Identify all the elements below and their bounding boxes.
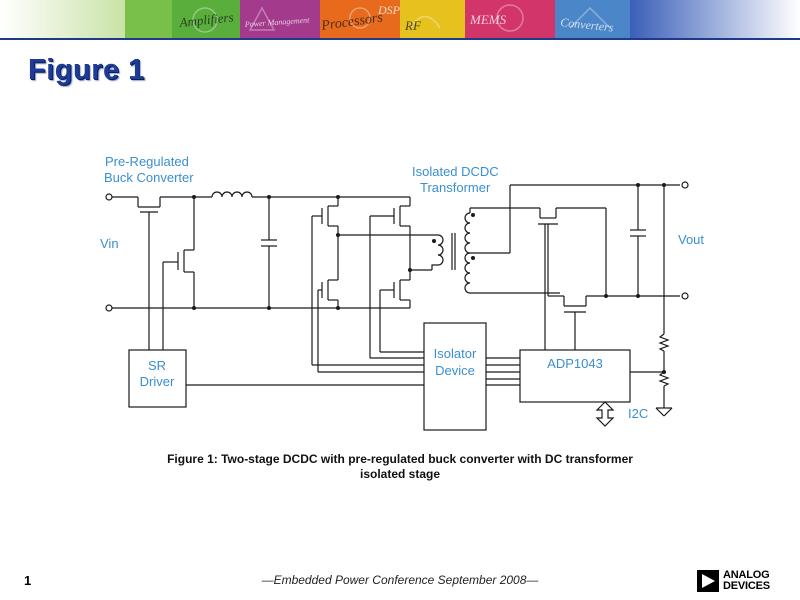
slide-title: Figure 1 (28, 54, 145, 86)
label-transformer: Transformer (420, 180, 491, 195)
sr-driver-block: SR Driver (128, 349, 520, 408)
footer-text: —Embedded Power Conference September 200… (261, 573, 539, 587)
buck-capacitor (261, 197, 277, 308)
header-rule (0, 38, 800, 40)
isolator-line2: Device (435, 363, 475, 378)
logo-line-2: DEVICES (723, 580, 770, 592)
sr-driver-line2: Driver (140, 374, 175, 389)
i2c-label: I2C (628, 406, 648, 421)
input-rails (105, 193, 410, 312)
analog-devices-logo: ANALOG DEVICES (697, 570, 783, 594)
page-number: 1 (24, 573, 32, 588)
adp1043-block: ADP1043 I2C (519, 349, 648, 427)
banner-label-mems: MEMS (469, 12, 507, 27)
logo-triangle-icon (697, 570, 719, 592)
adp1043-label: ADP1043 (547, 356, 603, 371)
logo-line-1: ANALOG (723, 569, 770, 581)
buck-inductor (211, 191, 410, 199)
isolator-device-block: Isolator Device (312, 322, 520, 431)
output-stage (630, 181, 689, 417)
label-pre-regulated: Pre-Regulated (105, 154, 189, 169)
banner-label-amplifiers: Amplifiers (178, 9, 234, 30)
header-banner: Amplifiers Power Management Processors D… (0, 0, 800, 38)
isolator-line1: Isolator (434, 346, 477, 361)
banner-label-rf: RF (404, 18, 422, 33)
bridge-switches (311, 197, 432, 372)
banner-label-dsp: DSP (377, 3, 401, 17)
label-isolated-dcdc: Isolated DCDC (412, 164, 499, 179)
label-buck-converter: Buck Converter (104, 170, 194, 185)
sr-driver-line1: SR (148, 358, 166, 373)
logo-wordmark: ANALOG DEVICES (723, 570, 770, 592)
isolation-transformer (431, 184, 680, 294)
buck-high-side-mosfet (137, 195, 212, 350)
caption-line-2: isolated stage (359, 467, 441, 481)
caption-line-1: Figure 1: Two-stage DCDC with pre-regula… (167, 452, 633, 466)
label-vin: Vin (100, 236, 119, 251)
buck-low-side-mosfet (162, 197, 195, 350)
banner-label-converters: Converters (560, 15, 615, 35)
label-vout: Vout (678, 232, 704, 247)
figure-caption: Figure 1: Two-stage DCDC with pre-regula… (100, 452, 700, 482)
secondary-rectifiers (538, 207, 680, 350)
